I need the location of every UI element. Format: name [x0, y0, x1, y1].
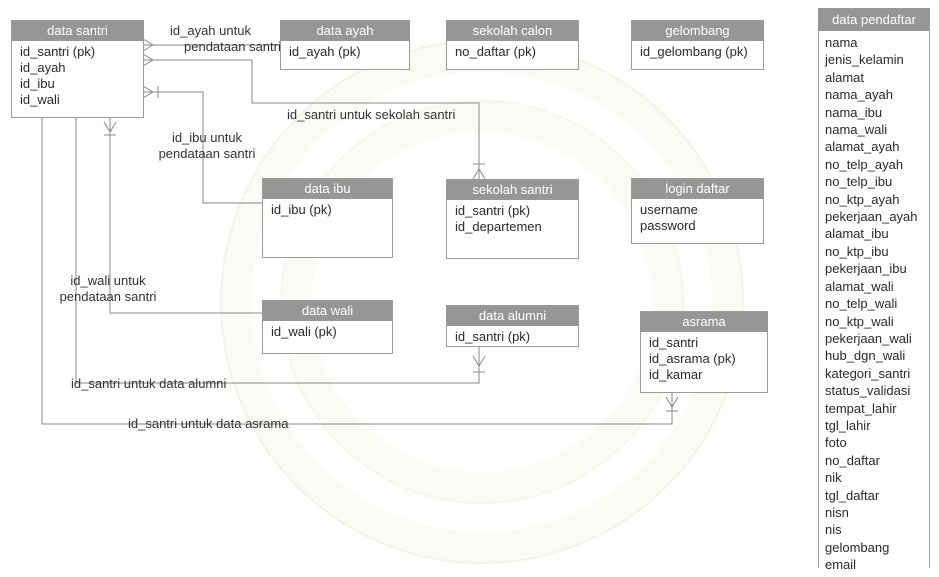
attribute: pekerjaan_ibu — [825, 261, 907, 277]
entity-sekolah-santri[interactable]: sekolah santri id_santri (pk) id_departe… — [446, 179, 579, 259]
rel-label-ibu: id_ibu untuk pendataan santri — [145, 130, 269, 162]
entity-data-wali[interactable]: data wali id_wali (pk) — [262, 300, 393, 354]
attribute: id_santri (pk) — [455, 203, 531, 218]
attribute: email — [825, 557, 857, 573]
entity-title: gelombang — [632, 21, 763, 41]
attribute: nama — [825, 35, 858, 50]
attribute: no_telp_ibu — [825, 174, 893, 190]
attribute: status_validasi — [825, 383, 911, 399]
rel-line-sekolah — [143, 59, 480, 179]
rel-label-line: pendataan santri — [59, 289, 157, 304]
attribute: id_santri — [649, 335, 699, 350]
attribute: tgl_daftar — [825, 487, 880, 503]
entity-title: data pendaftar — [819, 9, 929, 31]
attribute: nisn — [825, 504, 849, 520]
rel-line-wali — [109, 117, 262, 314]
crowfoot-santri-sekolah — [142, 53, 154, 67]
rel-label-ayah: id_ayah untuk pendataan santri — [170, 23, 281, 55]
entity-data-ibu[interactable]: data ibu id_ibu (pk) — [262, 178, 393, 258]
attribute: id_ayah (pk) — [289, 44, 361, 59]
entity-data-ayah[interactable]: data ayah id_ayah (pk) — [280, 20, 410, 70]
entity-title: data ayah — [281, 21, 409, 41]
entity-gelombang[interactable]: gelombang id_gelombang (pk) — [631, 20, 764, 70]
attribute: tgl_lahir — [825, 417, 871, 433]
attribute: id_santri (pk) — [20, 44, 96, 59]
crowfoot-ayah — [142, 38, 154, 52]
attribute: nama_ibu — [825, 104, 883, 120]
entity-title: data wali — [263, 301, 392, 321]
entity-title: asrama — [641, 312, 767, 332]
crowfoot-alumni — [472, 355, 486, 373]
attribute: foto — [825, 435, 847, 451]
attribute: no_ktp_ayah — [825, 191, 900, 207]
rel-label-line: id_ibu untuk — [171, 130, 243, 145]
entity-data-alumni[interactable]: data alumni id_santri (pk) — [446, 305, 579, 347]
attribute: no_telp_ayah — [825, 156, 904, 172]
attribute: username — [640, 202, 698, 217]
attribute: id_asrama (pk) — [649, 351, 736, 366]
entity-asrama[interactable]: asrama id_santri id_asrama (pk) id_kamar — [640, 311, 768, 393]
rel-line-asrama — [41, 117, 673, 425]
rel-line-alumni — [75, 117, 480, 384]
attribute: nama_wali — [825, 122, 888, 138]
crowfoot-wali — [103, 121, 117, 136]
rel-label-sekolah: id_santri untuk sekolah santri — [287, 107, 456, 122]
attribute: kategori_santri — [825, 365, 911, 381]
crowfoot-sekolah — [472, 163, 486, 180]
rel-label-asrama: id_santri untuk data asrama — [128, 416, 289, 431]
attribute: no_daftar — [825, 452, 880, 468]
entity-data-santri[interactable]: data santri id_santri (pk) id_ayah id_ib… — [11, 20, 144, 118]
attribute: id_departemen — [455, 219, 542, 234]
attribute: jenis_kelamin — [825, 52, 904, 68]
attribute: nama_ayah — [825, 87, 893, 103]
attribute: id_ayah — [20, 60, 66, 75]
attribute: id_wali (pk) — [271, 324, 337, 339]
entity-title: data alumni — [447, 306, 578, 326]
attribute: nis — [825, 522, 842, 538]
rel-label-line: pendataan santri — [158, 146, 256, 161]
attribute: password — [640, 218, 696, 233]
attribute: no_telp_wali — [825, 296, 898, 312]
attribute: id_ibu — [20, 76, 55, 91]
attribute: no_ktp_ibu — [825, 243, 889, 259]
entity-sekolah-calon[interactable]: sekolah calon no_daftar (pk) — [446, 20, 579, 70]
attribute: tempat_lahir — [825, 400, 897, 416]
crowfoot-ibu — [142, 85, 159, 99]
entity-title: data ibu — [263, 179, 392, 199]
attribute: no_daftar (pk) — [455, 44, 536, 59]
rel-label-line: pendataan santri — [184, 39, 281, 54]
rel-line-ibu — [143, 91, 262, 204]
rel-label-wali: id_wali untuk pendataan santri — [46, 273, 170, 305]
attribute: pekerjaan_wali — [825, 330, 912, 346]
attribute: id_ibu (pk) — [271, 202, 332, 217]
attribute: id_gelombang (pk) — [640, 44, 748, 59]
attribute: id_kamar — [649, 367, 703, 382]
entity-title: sekolah santri — [447, 180, 578, 200]
attribute: pekerjaan_ayah — [825, 209, 918, 225]
rel-label-line: id_ayah untuk — [170, 23, 251, 38]
rel-label-alumni: id_santri untuk data alumni — [71, 376, 227, 391]
attribute: gelombang — [825, 539, 890, 555]
attribute: alamat_wali — [825, 278, 894, 294]
entity-title: login daftar — [632, 179, 763, 199]
entity-title: sekolah calon — [447, 21, 578, 41]
crowfoot-asrama — [665, 396, 679, 412]
attribute: hub_dgn_wali — [825, 348, 906, 364]
attribute: alamat_ayah — [825, 139, 900, 155]
attribute: nik — [825, 470, 842, 486]
attribute: id_wali — [20, 92, 60, 107]
entity-title: data santri — [12, 21, 143, 41]
attribute: alamat — [825, 69, 865, 85]
rel-label-line: id_wali untuk — [70, 273, 146, 288]
entity-login-daftar[interactable]: login daftar username password — [631, 178, 764, 244]
attribute: no_ktp_wali — [825, 313, 894, 329]
attribute: alamat_ibu — [825, 226, 889, 242]
attribute: id_santri (pk) — [455, 329, 531, 344]
